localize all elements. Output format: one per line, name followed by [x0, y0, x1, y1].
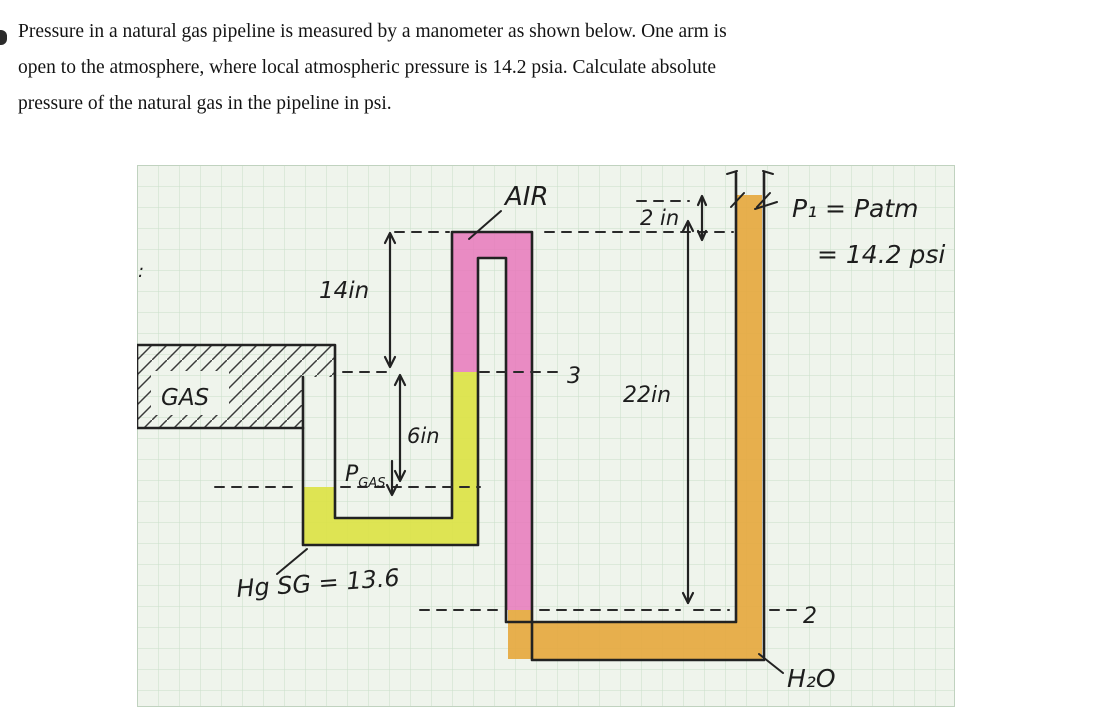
problem-line-2: open to the atmosphere, where local atmo…: [18, 57, 716, 78]
gas-pipe-outline: [137, 343, 337, 430]
dim-2in-label: 2 in: [640, 206, 679, 230]
water-level-ticks: [730, 192, 771, 208]
p1-equation-line2: = 14.2 psi: [817, 240, 945, 269]
pgas-down-arrow: [385, 459, 399, 497]
mercury-fluid-fill: [304, 372, 478, 544]
dim-14in-label: 14in: [319, 278, 369, 304]
stray-margin-mark: :: [138, 261, 144, 282]
open-top-ticks: [726, 170, 774, 175]
paper-edge: [137, 165, 955, 707]
point-3-label: 3: [567, 364, 581, 389]
dim-arrow-2in: [696, 194, 708, 242]
manometer-diagram: : GAS: [137, 165, 955, 707]
problem-line-1: Pressure in a natural gas pipeline is me…: [18, 21, 727, 42]
water-label: H₂O: [787, 664, 836, 693]
problem-statement: Pressure in a natural gas pipeline is me…: [18, 14, 1102, 122]
dim-6in-label: 6in: [407, 424, 440, 448]
paper-grid: [137, 165, 955, 707]
dim-arrow-14in: [383, 231, 397, 369]
pgas-label-main: P: [345, 462, 359, 487]
p1-equation-line1: P₁ = Patm: [792, 194, 919, 223]
dim-arrow-22in: [681, 219, 695, 605]
water-pointer-line: [758, 653, 784, 674]
air-fluid-fill: [453, 233, 531, 610]
air-pointer-line: [468, 210, 502, 240]
dim-arrow-6in: [393, 373, 407, 483]
p1-tick-line: [754, 201, 778, 210]
pgas-label: PGAS: [345, 462, 386, 491]
gas-pipe-hatching: [137, 345, 335, 428]
air-label: AIR: [503, 182, 549, 212]
problem-line-3: pressure of the natural gas in the pipel…: [18, 93, 392, 114]
graph-paper: : GAS: [137, 165, 955, 707]
pgas-label-sub: GAS: [358, 476, 385, 491]
tube-wall-outer: [333, 171, 766, 662]
point-2-label: 2: [803, 604, 817, 629]
gas-label: GAS: [161, 385, 209, 411]
mercury-pointer-line: [276, 548, 308, 575]
list-bullet-mark: [0, 30, 7, 45]
dim-22in-label: 22in: [623, 383, 671, 408]
tube-wall-inner: [301, 171, 738, 624]
